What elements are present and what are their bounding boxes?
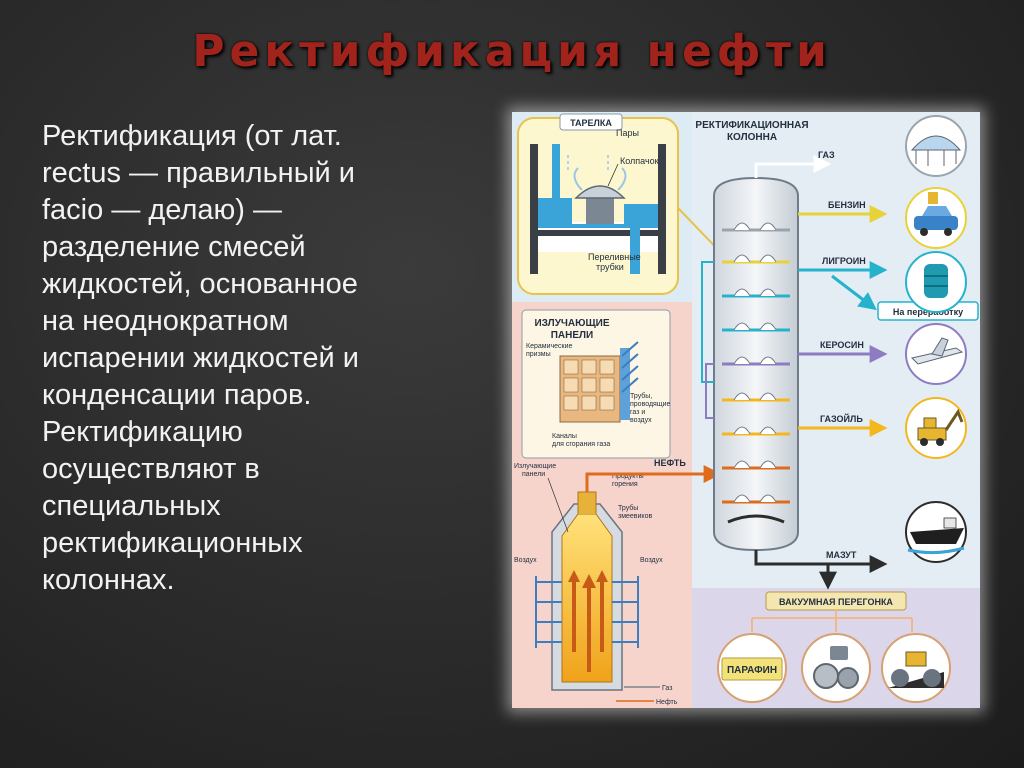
tubes-label-1: Трубы,: [630, 392, 652, 400]
distillation-diagram: ТАРЕЛКА Пары Колпачок Переливные трубки …: [512, 112, 980, 708]
radiating-label-1: Излучающие: [514, 463, 556, 470]
distillation-column: РЕКТИФИКАЦИОННАЯ КОЛОННА: [695, 120, 809, 552]
product-mazut-label: МАЗУТ: [826, 550, 857, 560]
paraffin-block: [721, 657, 783, 681]
tubes-label-4: воздух: [630, 417, 652, 424]
gas-tank-icon: [905, 115, 967, 177]
air-label-right: Воздух: [640, 557, 663, 564]
coil-label-2: змеевиков: [618, 513, 652, 520]
vacuum-label: ВАКУУМНАЯ ПЕРЕГОНКА: [779, 597, 893, 607]
gears-icon: [801, 633, 871, 703]
road-roller-icon: [881, 633, 951, 703]
oil-label: НЕФТЬ: [654, 458, 686, 468]
channels-label-2: для сгорания газа: [552, 441, 610, 448]
prisms-label-1: Керамические: [526, 343, 572, 350]
oil-in-label: Нефть: [656, 699, 678, 706]
radiant-panels-title-2: ПАНЕЛИ: [551, 330, 594, 341]
tray-title: ТАРЕЛКА: [570, 118, 612, 128]
product-ligroin-label: ЛИГРОИН: [822, 256, 866, 266]
air-label-left: Воздух: [514, 557, 537, 564]
airplane-icon: [905, 323, 967, 385]
paraffin-label: ПАРАФИН: [727, 665, 777, 676]
product-gas-label: ГАЗ: [818, 150, 835, 160]
overflow-pipes-label-2: трубки: [596, 262, 624, 272]
cap-label: Колпачок: [620, 156, 659, 166]
excavator-icon: [905, 397, 967, 459]
channels-label-1: Каналы: [552, 433, 577, 440]
vacuum-distillation: ВАКУУМНАЯ ПЕРЕГОНКА ПАРАФИН: [717, 591, 951, 703]
radiating-label-2: панели: [522, 471, 545, 478]
overflow-pipes-label-1: Переливные: [588, 252, 641, 262]
ship-icon: [905, 501, 967, 563]
prisms-label-2: призмы: [526, 351, 551, 358]
radiant-panels-title-1: ИЗЛУЧАЮЩИЕ: [534, 318, 609, 329]
coil-label-1: Трубы: [618, 504, 638, 512]
product-gasoline-label: БЕНЗИН: [828, 200, 866, 210]
product-refining-label: На переработку: [893, 307, 963, 317]
definition-text: Ректификация (от лат. rectus — правильны…: [42, 120, 359, 596]
radiant-panel-inset: ИЗЛУЧАЮЩИЕ ПАНЕЛИ Керамические призмы Тр…: [521, 309, 671, 459]
vapors-label: Пары: [616, 128, 639, 138]
car-icon: [905, 187, 967, 249]
slide-title: Ректификация нефти: [192, 26, 832, 77]
product-gasoil-label: ГАЗОЙЛЬ: [820, 413, 863, 424]
product-kerosene-label: КЕРОСИН: [820, 340, 864, 350]
column-title-2: КОЛОННА: [727, 132, 777, 143]
gas-in-label: Газ: [662, 685, 672, 692]
tubes-label-3: газ и: [630, 409, 645, 416]
tubes-label-2: проводящие: [630, 401, 671, 408]
column-title-1: РЕКТИФИКАЦИОННАЯ: [695, 120, 808, 131]
tube-furnace: Излучающие панели Продукты горения Трубы…: [514, 463, 678, 706]
tray-inset: ТАРЕЛКА Пары Колпачок Переливные трубки: [517, 113, 679, 295]
combustion-label-2: горения: [612, 481, 638, 488]
combustion-label-1: Продукты: [612, 473, 644, 480]
barrel-icon: [905, 251, 967, 313]
